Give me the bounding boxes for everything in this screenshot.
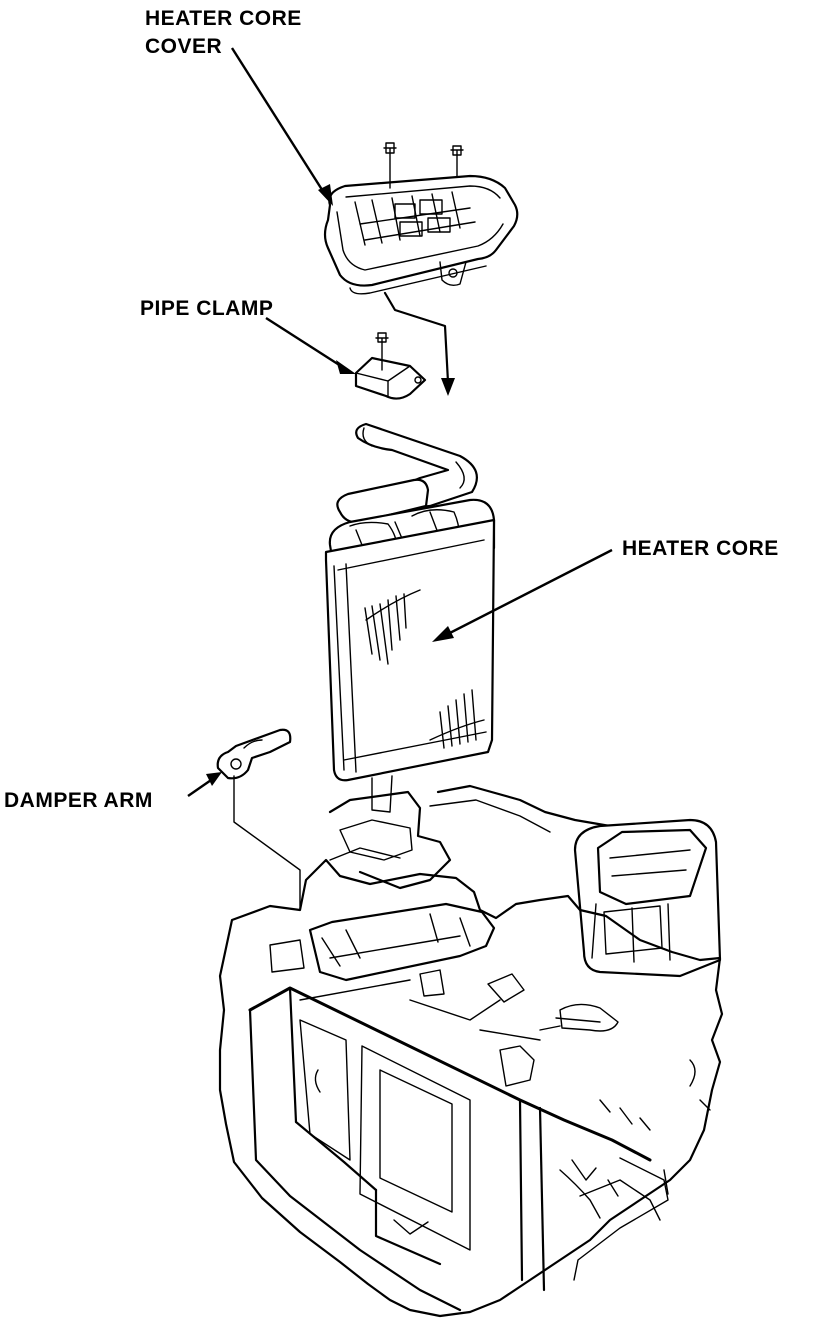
label-heater-core-cover-line2: COVER [145, 35, 223, 58]
label-pipe-clamp: PIPE CLAMP [140, 297, 274, 320]
assembly-direction-arrow [383, 291, 455, 396]
label-damper-arm: DAMPER ARM [4, 789, 153, 812]
pipe-clamp [354, 332, 427, 400]
leader-heater-core-cover [230, 47, 333, 206]
leader-damper-arm [187, 772, 222, 797]
heater-core [324, 422, 496, 813]
leader-heater-core [432, 548, 613, 642]
label-heater-core-cover-line1: HEATER CORE [145, 7, 302, 30]
leader-pipe-clamp [265, 316, 356, 374]
damper-arm [216, 728, 301, 909]
heater-unit-case [218, 784, 724, 1318]
heater-core-cover [323, 142, 519, 295]
label-heater-core: HEATER CORE [622, 537, 779, 560]
